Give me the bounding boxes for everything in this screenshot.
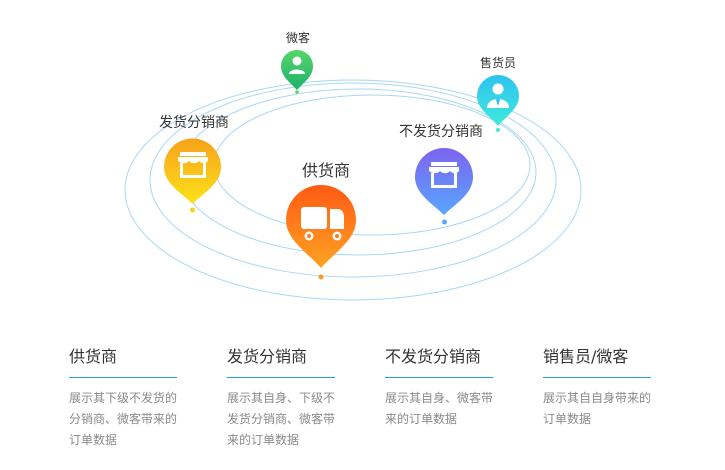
shop-icon [178, 152, 208, 178]
orbit-ring-inner [213, 94, 531, 236]
column-title: 供货商 [69, 347, 118, 366]
column-underline [385, 377, 493, 378]
orbit-diagram: 微客 售货员 发货分销商 不发货分销商 [124, 30, 582, 301]
node-gonghuo: 供货商 [286, 161, 356, 280]
user-icon [289, 56, 305, 74]
column-description: 展示其下级不发货的分销商、微客带来的订单数据 [69, 391, 178, 447]
column-description: 展示其自身、微客带来的订单数据 [385, 391, 494, 426]
column-title: 不发货分销商 [385, 347, 482, 366]
node-fahuo-fenxiao: 发货分销商 [159, 114, 229, 213]
node-weike-label: 微客 [286, 30, 310, 45]
node-bufahuo-fenxiao-pin [415, 148, 473, 215]
node-fahuo-fenxiao-dot [190, 207, 195, 213]
shop-icon [429, 162, 459, 188]
node-gonghuo-label: 供货商 [302, 161, 350, 180]
node-bufahuo-fenxiao-dot [442, 219, 447, 225]
node-bufahuo-fenxiao: 不发货分销商 [399, 123, 483, 225]
node-shouhuoyuan-dot [496, 128, 500, 132]
necktie-icon [496, 97, 500, 106]
column-bufahuo-fenxiao: 不发货分销商 展示其自身、微客带来的订单数据 [385, 345, 503, 430]
orbit-ring-outer [124, 79, 582, 301]
node-fahuo-fenxiao-pin [164, 138, 221, 204]
column-xiaoshouyuan-weike: 销售员/微客 展示其自自身带来的订单数据 [543, 345, 661, 430]
column-underline [227, 377, 335, 378]
column-gonghuo: 供货商 展示其下级不发货的分销商、微客带来的订单数据 [69, 345, 187, 451]
node-gonghuo-dot [318, 274, 324, 280]
column-description: 展示其自身、下级不发货分销商、微客带来的订单数据 [227, 391, 336, 447]
node-bufahuo-fenxiao-label: 不发货分销商 [399, 123, 483, 140]
column-underline [69, 377, 177, 378]
column-description: 展示其自自身带来的订单数据 [543, 391, 652, 426]
orbit-ring-3 [179, 88, 537, 256]
orbit-ring-2 [149, 82, 557, 278]
node-shouhuoyuan-label: 售货员 [480, 55, 516, 70]
node-fahuo-fenxiao-label: 发货分销商 [159, 114, 229, 131]
column-title: 销售员/微客 [543, 347, 629, 366]
column-title: 发货分销商 [227, 347, 308, 366]
column-fahuo-fenxiao: 发货分销商 展示其自身、下级不发货分销商、微客带来的订单数据 [227, 345, 345, 451]
column-underline [543, 377, 651, 378]
truck-icon [301, 207, 344, 241]
role-descriptions: 供货商 展示其下级不发货的分销商、微客带来的订单数据 发货分销商 展示其自身、下… [0, 345, 725, 470]
node-weike: 微客 [281, 30, 313, 94]
node-shouhuoyuan: 售货员 [477, 55, 519, 132]
node-weike-dot [295, 90, 299, 94]
